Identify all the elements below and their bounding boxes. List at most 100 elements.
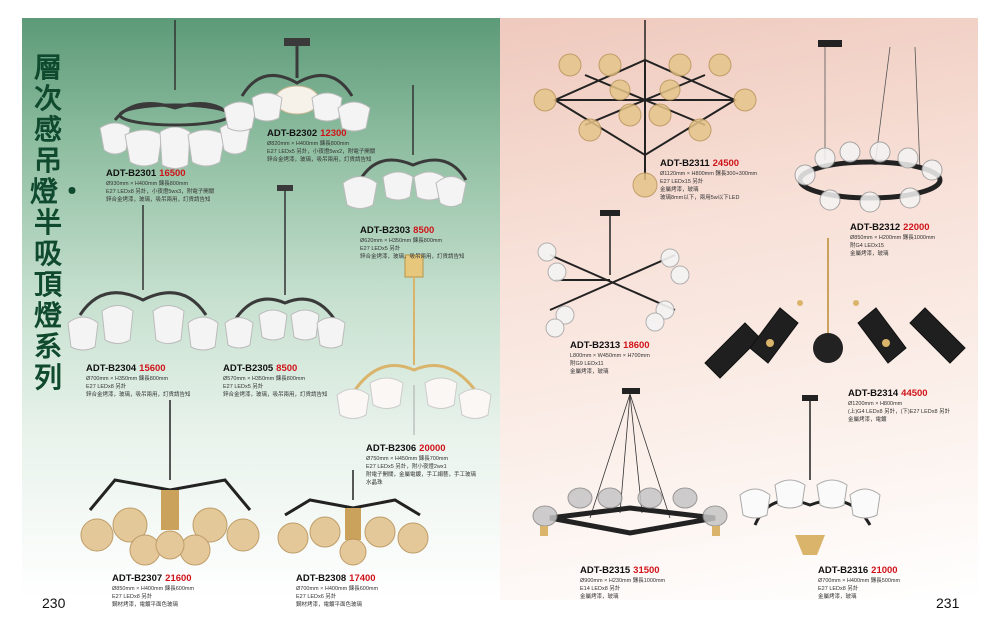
product-code: ADT-B2304 [86,363,137,374]
product-spec-material: 金屬烤漆，玻璃 [660,187,699,193]
product-spec-extra: 水晶珠 [366,480,383,486]
product-code: ADT-B2312 [850,222,901,233]
product-spec-bulb: E27 LEDx15 另計 [660,179,704,185]
product-spec-bulb: E27 LEDx5 另計，附小夜燈2wx1 [366,464,447,470]
product-price: 21600 [165,573,192,584]
page-number: 230 [42,595,66,611]
product-spec-material: 鋅合金烤漆，玻璃，吸吊兩用，訂貨請告知 [267,157,372,163]
product-code: ADT-B2311 [660,158,710,169]
lamp-image-b2314 [704,238,966,379]
product-spec-material: 金屬烤漆，玻璃 [850,251,889,257]
product-code: ADT-B2302 [267,128,318,139]
product-price: 20000 [419,443,446,454]
product-price: 16500 [159,168,186,179]
lamp-image-b2316 [739,395,881,555]
product-spec-bulb: E27 LEDx5 另計 [223,384,264,390]
product-spec-size: Ø930mm × H400mm 鍊長800mm [106,181,189,187]
product-spec-size: L800mm × W450mm × H700mm [570,353,650,359]
product-spec-size: Ø820mm × H400mm 鍊長800mm [267,141,350,147]
product-code: ADT-B2316 [818,565,869,576]
lamp-image-b2306 [336,254,492,435]
product-spec-bulb: E27 LEDx8 另計 [818,586,859,592]
product-spec-size: Ø700mm × H350mm 鍊長800mm [86,376,169,382]
product-spec-material: 金屬烤漆，電鍍 [848,417,887,423]
product-price: 24500 [712,158,740,169]
product-spec-material: 附電子開關，金屬電鍍，手工絹藝，手工玻璃 [366,472,477,478]
product-spec-bulb: 附G9 LEDx11 [570,361,604,367]
lamp-image-b2304 [67,205,219,351]
product-price: 22000 [903,222,930,233]
lamp-image-b2301 [99,20,251,169]
product-price: 8500 [413,225,435,236]
product-price: 17400 [349,573,376,584]
product-spec-material: 鋅合金烤漆，玻璃，吸吊兩用，訂貨請告知 [106,197,211,203]
product-spec-size: Ø1200mm × H800mm [848,401,903,407]
product-code: ADT-B2306 [366,443,417,454]
product-spec-bulb: E27 LEDx8 另計 [112,594,153,600]
lamp-image-b2312 [794,40,943,213]
product-spec-material: 鋼材烤漆，電鍍平面色玻璃 [112,602,179,608]
product-price: 18600 [623,340,650,351]
product-code: ADT-B2315 [580,565,631,576]
product-spec-size: Ø900mm × H230mm 鏍長1000mm [580,578,666,584]
product-spec-size: Ø700mm × H400mm 鍊長600mm [296,586,379,592]
product-spec-size: Ø850mm × H400mm 鍊長600mm [112,586,195,592]
product-code: ADT-B2314 [848,388,899,399]
product-spec-bulb: E27 LEDx8 另計 [86,384,127,390]
lamp-image-b2302 [223,38,371,132]
catalog-title: 層次感吊燈・半吸頂燈系列 [30,51,87,394]
lamp-image-b2311 [533,20,757,198]
product-price: 8500 [276,363,298,374]
page-number: 231 [936,595,960,611]
product-spec-material: 金屬烤漆，玻璃 [570,369,609,375]
product-spec-material: 鋅合金烤漆，玻璃，吸吊兩用，訂貨請告知 [223,392,328,398]
lamp-image-b2303 [342,85,468,209]
product-code: ADT-B2305 [223,363,274,374]
lamp-image-b2305 [224,185,346,349]
product-spec-material: 金屬烤漆，玻璃 [580,594,619,600]
product-spec-bulb: 附G4 LEDx15 [850,243,884,249]
product-code: ADT-B2301 [106,168,157,179]
product-spec-material: 鋅合金烤漆，玻璃，吸吊兩用，訂貨請告知 [360,254,465,260]
product-code: ADT-B2313 [570,340,621,351]
product-price: 44500 [901,388,928,399]
product-spec-size: Ø850mm × H200mm 鏍長1000mm [850,235,936,241]
product-spec-size: Ø1120mm × H800mm 鏍長300+300mm [660,171,758,177]
product-code: ADT-B2303 [360,225,411,236]
lamp-image-b2315 [532,388,728,536]
product-spec-size: Ø750mm × H450mm 鍊長700mm [366,456,449,462]
product-spec-bulb: E14 LEDx8 另計 [580,586,621,592]
left-page: 層次感吊燈・半吸頂燈系列 [22,18,500,611]
product-spec-size: Ø620mm × H350mm 鍊長800mm [360,238,443,244]
product-spec-bulb: E27 LEDx8 另計，小夜燈5wx3，附電子開關 [106,189,215,195]
product-spec-extra: 玻璃8mm以下，兩用5w以下LED [660,195,740,201]
product-spec-bulb: E27 LEDx6 另計 [296,594,337,600]
product-spec-size: Ø700mm × H400mm 鏍長500mm [818,578,901,584]
product-code: ADT-B2308 [296,573,347,584]
product-code: ADT-B2307 [112,573,163,584]
lamp-image-b2308 [277,470,429,566]
lamp-image-b2313 [537,210,690,338]
product-price: 12300 [320,128,347,139]
product-spec-bulb: E27 LEDx5 另計 [360,246,401,252]
product-spec-size: Ø570mm × H350mm 鍊長800mm [223,376,306,382]
product-price: 15600 [139,363,166,374]
lamp-image-b2307 [80,400,260,566]
product-spec-material: 鋅合金烤漆，玻璃，吸吊兩用，訂貨請告知 [86,392,191,398]
product-spec-bulb: (上)G4 LEDx8 另計，(下)E27 LEDx8 另計 [848,409,951,415]
